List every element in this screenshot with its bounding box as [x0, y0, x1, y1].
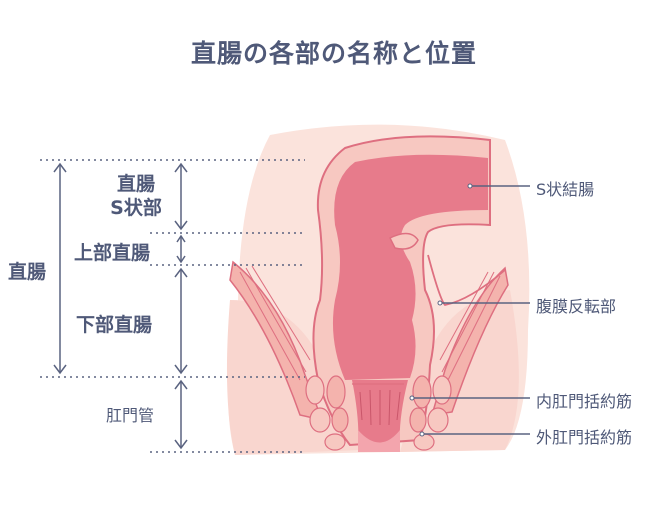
internal-sphincter-muscle — [326, 375, 432, 433]
rectal-mucosa — [332, 154, 488, 380]
label-lower-rectum: 下部直腸 — [76, 314, 153, 336]
label-rectum: 直腸 — [8, 261, 47, 283]
external-sphincter-muscle — [305, 375, 452, 451]
levator-muscle-left — [229, 260, 324, 422]
label-upper-rectum: 上部直腸 — [74, 242, 151, 264]
rectal-fold — [388, 232, 419, 250]
level-guides — [40, 159, 305, 453]
anal-opening — [358, 430, 400, 452]
pointer-lines — [412, 185, 530, 435]
label-sigmoid-colon: S状結腸 — [536, 180, 595, 199]
label-rectosigmoid-line2: S状部 — [110, 197, 162, 219]
label-internal-sphincter: 内肛門括約筋 — [536, 392, 633, 411]
range-arrows — [53, 162, 188, 450]
label-anal-canal: 肛門管 — [106, 406, 155, 425]
label-peritoneal-reflection: 腹膜反転部 — [536, 297, 617, 316]
label-external-sphincter: 外肛門括約筋 — [536, 428, 633, 447]
label-rectosigmoid-line1: 直腸 — [116, 173, 155, 195]
page-title: 直腸の各部の名称と位置 — [190, 39, 477, 68]
pointer-dots — [409, 183, 473, 437]
label-rectosigmoid: 直腸 S状部 — [104, 172, 168, 220]
peritoneal-reflection-line — [427, 254, 506, 306]
